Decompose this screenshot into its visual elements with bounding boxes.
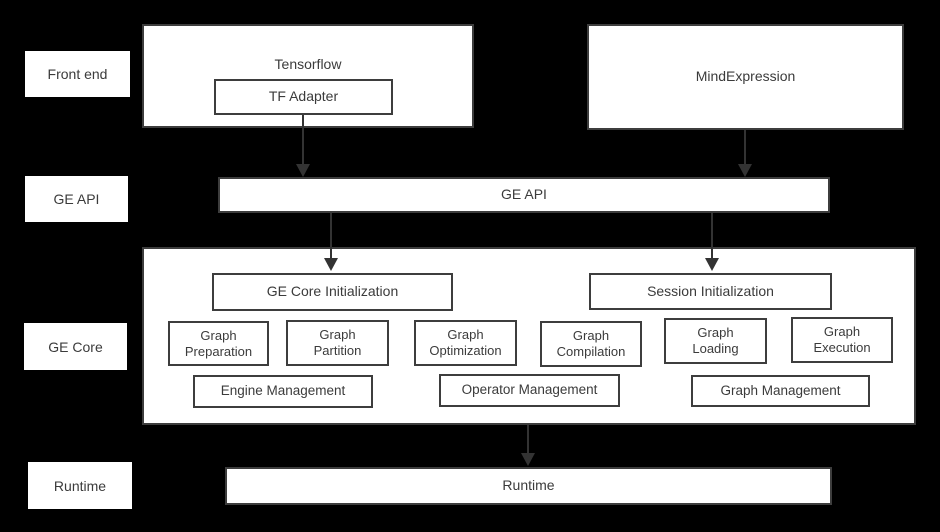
graph-execution-box: Graph Execution: [791, 317, 893, 363]
graph-loading-line2: Loading: [692, 341, 739, 356]
tensorflow-label: Tensorflow: [274, 56, 342, 72]
graph-loading-box: Graph Loading: [664, 318, 767, 364]
graph-management-box: Graph Management: [691, 375, 870, 407]
arrow-geapi-to-session-init-head: [705, 258, 719, 271]
arrow-geapi-to-gecore-init-head: [324, 258, 338, 271]
operator-management-box: Operator Management: [439, 374, 620, 407]
layer-label-ge-api: GE API: [25, 176, 128, 222]
arrow-mindexpression-to-geapi: [744, 130, 746, 164]
graph-optimization-box: Graph Optimization: [414, 320, 517, 366]
graph-execution-line2: Execution: [813, 340, 871, 355]
graph-preparation-box: Graph Preparation: [168, 321, 269, 366]
graph-compilation-line2: Compilation: [556, 344, 626, 359]
graph-execution-line1: Graph: [823, 324, 861, 339]
ge-core-initialization-box: GE Core Initialization: [212, 273, 453, 311]
arrow-tfadapter-to-geapi-head: [296, 164, 310, 177]
graph-optimization-line2: Optimization: [429, 343, 502, 358]
graph-preparation-line1: Graph: [200, 327, 237, 343]
graph-preparation-line2: Preparation: [184, 343, 253, 359]
graph-partition-box: Graph Partition: [286, 320, 389, 366]
arrow-gecore-to-runtime-head: [521, 453, 535, 466]
graph-loading-line1: Graph: [697, 325, 734, 340]
engine-management-box: Engine Management: [193, 375, 373, 408]
graph-partition-line1: Graph: [319, 327, 356, 342]
graph-partition-line2: Partition: [313, 343, 362, 358]
layer-label-front-end: Front end: [25, 51, 130, 97]
mindexpression-box: MindExpression: [587, 24, 904, 130]
arrow-tfadapter-to-geapi: [302, 115, 304, 164]
arrow-geapi-to-session-init: [711, 213, 713, 258]
arrow-mindexpression-to-geapi-head: [738, 164, 752, 177]
runtime-bar: Runtime: [225, 467, 832, 505]
session-initialization-box: Session Initialization: [589, 273, 832, 310]
arrow-gecore-to-runtime: [527, 425, 529, 453]
tf-adapter-box: TF Adapter: [214, 79, 393, 115]
arrow-geapi-to-gecore-init: [330, 213, 332, 258]
layer-label-ge-core: GE Core: [24, 323, 127, 370]
ge-api-bar: GE API: [218, 177, 830, 213]
graph-compilation-line1: Graph: [572, 328, 610, 343]
graph-optimization-line1: Graph: [447, 327, 484, 342]
graph-compilation-box: Graph Compilation: [540, 321, 642, 367]
layer-label-runtime: Runtime: [28, 462, 132, 509]
